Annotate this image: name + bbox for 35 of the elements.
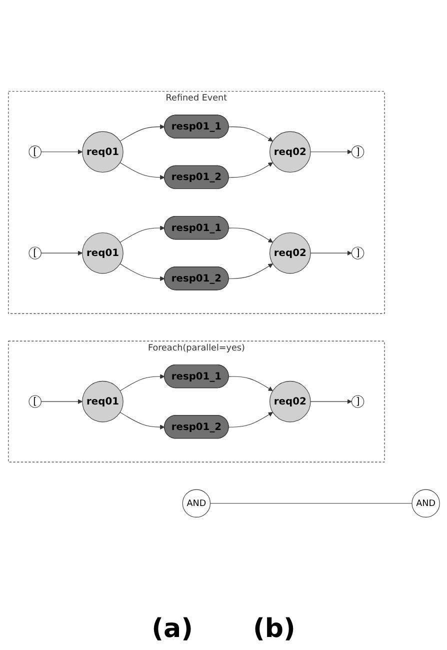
arrow	[119, 162, 164, 180]
node-circle: AND	[411, 488, 440, 518]
arrow	[310, 149, 352, 154]
arrow	[119, 124, 164, 142]
node-circle: req01	[82, 232, 123, 274]
node-circle: req02	[269, 380, 310, 422]
arrow	[310, 398, 352, 404]
node-circle: AND	[182, 488, 210, 518]
node-circle: ]	[350, 394, 364, 408]
arrow	[40, 398, 82, 404]
node-circle: [	[28, 394, 41, 408]
arrow	[119, 374, 164, 391]
panel-label: (b)	[252, 614, 296, 644]
node-circle: [	[28, 145, 41, 158]
node-circle: req01	[82, 130, 123, 172]
arrow	[228, 162, 273, 178]
arrow	[119, 412, 164, 430]
arrow	[40, 149, 82, 154]
arrow	[119, 225, 164, 242]
node-circle: req02	[269, 232, 310, 274]
connector	[209, 502, 412, 504]
arrow	[119, 263, 164, 281]
arrow	[228, 126, 273, 142]
node-circle: ]	[350, 145, 364, 158]
arrow	[228, 227, 273, 242]
arrow	[310, 250, 352, 256]
arrow	[228, 412, 273, 428]
panel-label: (a)	[152, 614, 193, 644]
arrow	[40, 250, 82, 256]
node-circle: req01	[82, 380, 123, 422]
node-circle: [	[28, 246, 41, 260]
arrow	[228, 263, 273, 279]
node-circle: req02	[269, 130, 310, 172]
arrow	[228, 376, 273, 391]
node-circle: ]	[350, 246, 364, 260]
